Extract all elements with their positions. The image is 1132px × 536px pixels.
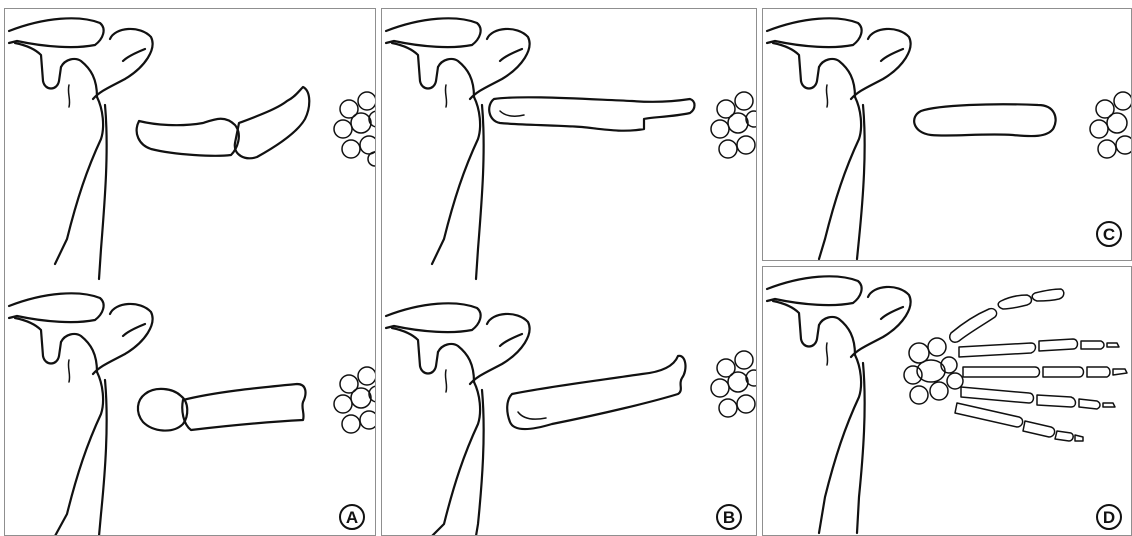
carpal-bones [1090,92,1132,158]
lower-sketch [9,293,376,536]
shoulder-outline [9,18,153,279]
carpal-bones [711,92,757,158]
middle-finger [963,367,1127,377]
carpal-bones [334,92,376,166]
panel-a: A [4,8,376,536]
panel-b-label: B [716,504,742,530]
humerus-fragments [137,87,310,158]
panel-b: B [381,8,757,536]
panel-d: D [762,266,1132,536]
panel-a-drawing [5,9,376,536]
shoulder-outline [386,18,530,279]
hand-bones [904,289,1127,441]
little-finger [955,403,1083,441]
index-finger [959,339,1119,357]
shoulder-outline [9,293,153,536]
panel-c: C [762,8,1132,261]
upper-sketch [9,18,376,279]
thumb [950,289,1064,342]
humerus-fragments [138,384,306,431]
panel-d-label: D [1096,504,1122,530]
panel-c-drawing [763,9,1132,261]
shoulder-outline [767,276,911,533]
panel-b-drawing [382,9,757,536]
shoulder-outline [767,18,911,259]
panel-a-label: A [339,504,365,530]
carpal-bones [334,367,376,433]
carpals [904,338,963,404]
panel-d-drawing [763,267,1132,536]
humerus-shaft [489,97,694,130]
carpal-bones [711,351,757,417]
rudimentary-humerus [914,104,1055,136]
upper-sketch [386,18,757,279]
panel-c-label: C [1096,221,1122,247]
ring-finger [961,387,1115,409]
lower-sketch [386,303,757,536]
humerus-shaft [507,356,685,429]
